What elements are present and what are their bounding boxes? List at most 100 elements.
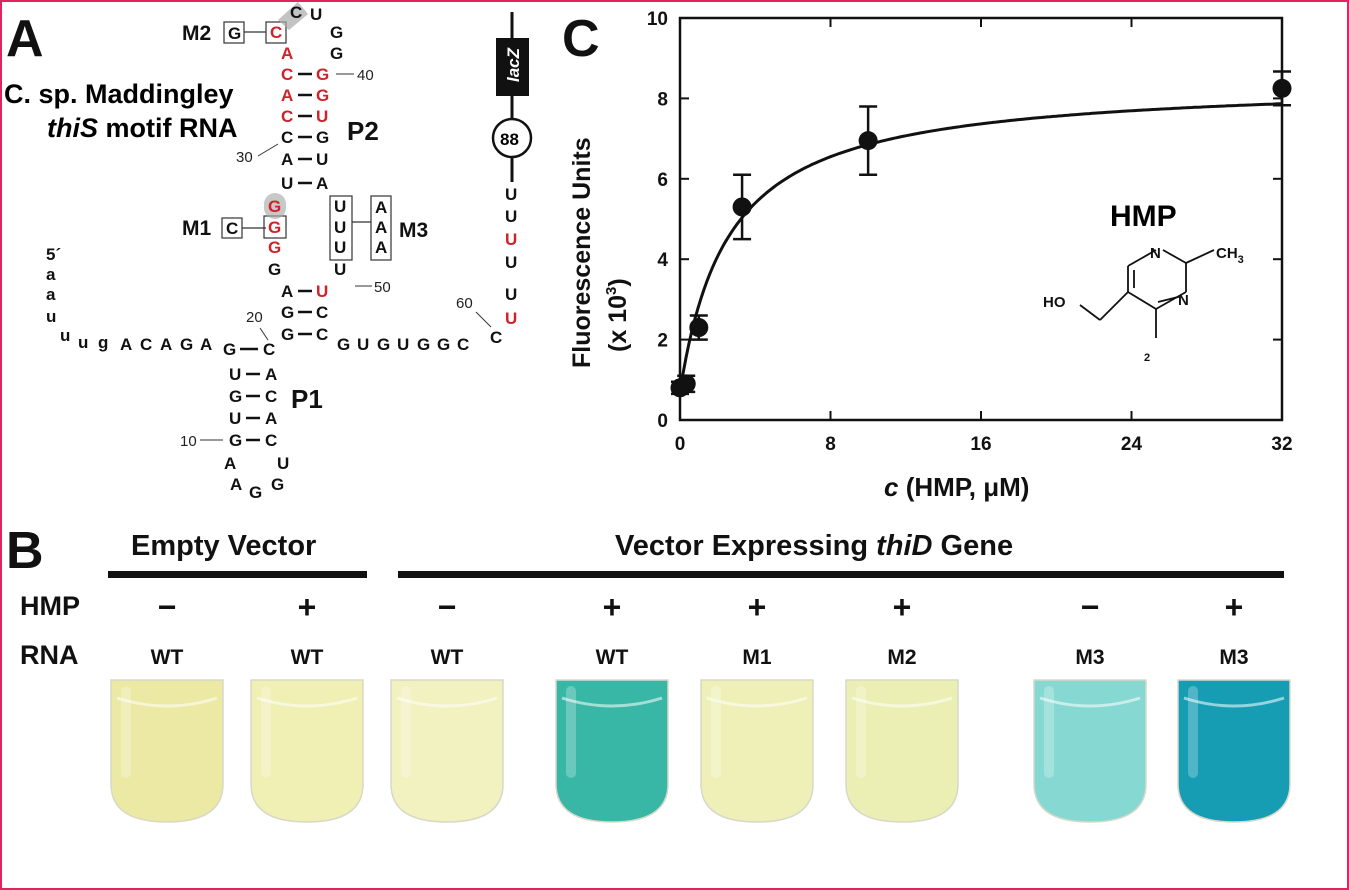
tail-nt: g xyxy=(98,333,108,352)
rna-label: WT xyxy=(291,646,324,669)
x-tick-label: 24 xyxy=(1121,434,1143,455)
tube-highlight xyxy=(401,686,411,778)
tube-meniscus xyxy=(561,696,663,708)
tube-meniscus xyxy=(1183,696,1285,708)
linker3-nt: U xyxy=(397,335,409,354)
group2-gene: thiD xyxy=(876,530,932,562)
data-point xyxy=(732,197,752,217)
hmp-atom-ho: HO xyxy=(1043,294,1066,311)
panel-b: B Empty Vector Vector Expressing thiD Ge… xyxy=(6,522,1291,823)
panel-a-letter: A xyxy=(6,10,44,68)
linker3-nt: G xyxy=(437,335,450,354)
p2-nt: U xyxy=(281,174,293,193)
m3-mut-nt: A xyxy=(375,218,387,237)
x-tick-label: 8 xyxy=(825,434,836,455)
p2-nt-red: C xyxy=(281,65,293,84)
p2-nt: C xyxy=(281,128,293,147)
culture-tube xyxy=(1177,679,1291,823)
position-number: 20 xyxy=(246,309,263,326)
tube-meniscus xyxy=(1039,696,1141,708)
culture-tube xyxy=(555,679,669,823)
p2-nt-red: U xyxy=(316,107,328,126)
p1-nt: C xyxy=(316,303,328,322)
rna-label: WT xyxy=(596,646,629,669)
spacer-circle xyxy=(491,117,533,159)
tail-nt: u xyxy=(78,333,88,352)
p1-nt: G xyxy=(281,325,294,344)
culture-tube xyxy=(250,679,364,823)
p1-nt: C xyxy=(265,431,277,450)
hmp-atom-ch3: CH3 xyxy=(1216,245,1244,266)
m2-box-nt: G xyxy=(228,24,241,43)
y-unit-pre: (x 10 xyxy=(604,295,632,352)
hmp-sign: + xyxy=(893,589,912,625)
stem-label-p2: P2 xyxy=(347,116,379,146)
y-unit-post: ) xyxy=(604,278,632,286)
p1-nt: C xyxy=(316,325,328,344)
position-number: 30 xyxy=(236,149,253,166)
p1-loop-nt: G xyxy=(249,483,262,502)
hmp-sign: − xyxy=(1081,589,1100,625)
tube-highlight xyxy=(1188,686,1198,778)
y-tick-label: 6 xyxy=(657,170,668,191)
tail3-nt-red: U xyxy=(505,309,517,328)
plot-frame xyxy=(678,16,1284,422)
hmp-sign: − xyxy=(438,589,457,625)
j-nt: G xyxy=(268,260,281,279)
five-prime: 5´ xyxy=(46,245,61,264)
data-point xyxy=(676,374,696,394)
y-tick-label: 2 xyxy=(657,331,668,352)
p2-nt-red: A xyxy=(281,86,293,105)
linker-nt: C xyxy=(140,335,152,354)
p2-nt-red: C xyxy=(281,107,293,126)
tail3-nt: U xyxy=(505,185,517,204)
m2-shade xyxy=(278,2,308,30)
tube-highlight xyxy=(261,686,271,778)
p2-nt: U xyxy=(316,150,328,169)
tube-meniscus xyxy=(396,696,498,708)
ch3-sub: 3 xyxy=(1238,254,1244,266)
loop-nt: G xyxy=(330,44,343,63)
group-thid-vector: Vector Expressing thiD Gene xyxy=(615,530,1013,562)
j-nt: U xyxy=(334,218,346,237)
mutant-label-m3: M3 xyxy=(399,219,428,242)
p2-nt: G xyxy=(316,128,329,147)
y-tick-label: 4 xyxy=(657,250,668,271)
linker3-nt: G xyxy=(417,335,430,354)
group2-pre: Vector Expressing xyxy=(615,530,876,562)
p2-nt-red: C xyxy=(270,23,282,42)
rna-label: M1 xyxy=(742,646,771,669)
tail-nt: u xyxy=(60,326,70,345)
nh2-sub: 2 xyxy=(1144,352,1150,364)
rna-title-line1: C. sp. Maddingley xyxy=(4,79,234,109)
p2-pair-bonds xyxy=(298,72,312,185)
x-axis-label: c (HMP, μM) xyxy=(884,472,1029,502)
rna-label: M3 xyxy=(1075,646,1104,669)
m3-mut-nt: A xyxy=(375,238,387,257)
hmp-atom-nh2: 2 xyxy=(1144,352,1150,364)
p1-nt: G xyxy=(229,387,242,406)
linker3-nt: G xyxy=(337,335,350,354)
linker3-nt: C xyxy=(457,335,469,354)
hmp-sign: − xyxy=(158,589,177,625)
m3-wt-box xyxy=(329,195,353,261)
linker-nt: G xyxy=(180,335,193,354)
mutant-label-m1: M1 xyxy=(182,217,211,240)
fit-curve xyxy=(678,102,1283,393)
position-number: 50 xyxy=(374,279,391,296)
culture-tube xyxy=(845,679,959,823)
p1-nt: U xyxy=(229,365,241,384)
data-point xyxy=(689,318,709,338)
p1-nt: U xyxy=(229,409,241,428)
tail-nt: a xyxy=(46,285,56,304)
p1-nt: G xyxy=(229,431,242,450)
rna-title-gene: thiS xyxy=(47,113,98,143)
culture-tube xyxy=(700,679,814,823)
x-label-italic: c xyxy=(884,472,899,502)
tube-meniscus xyxy=(851,696,953,708)
tube-highlight xyxy=(121,686,131,778)
linker3-nt: G xyxy=(377,335,390,354)
hmp-atom-n: N xyxy=(1150,245,1161,262)
p2-nt: A xyxy=(316,174,328,193)
